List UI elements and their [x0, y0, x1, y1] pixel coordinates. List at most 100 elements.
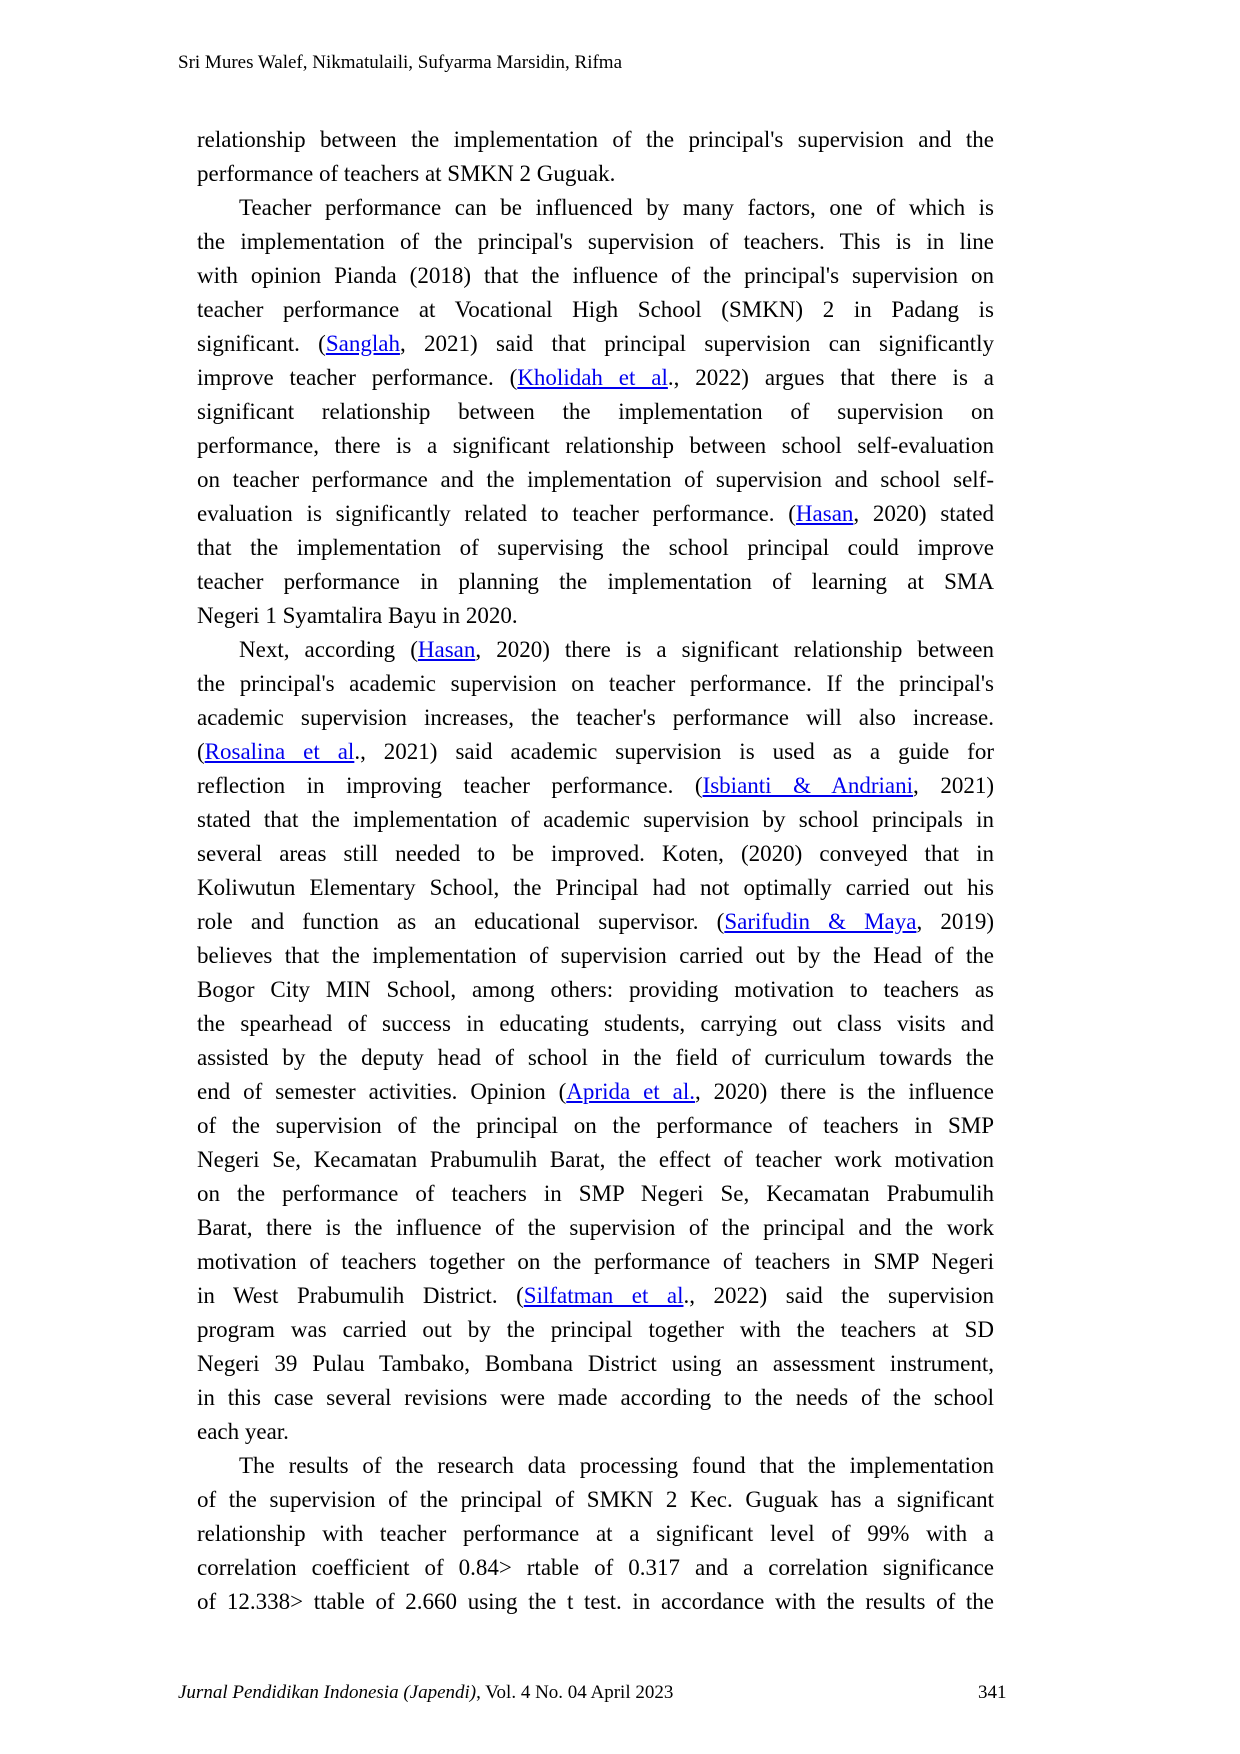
text-segment: program was carried out by the principal…: [197, 1317, 994, 1342]
citation-link[interactable]: Sanglah: [325, 331, 400, 356]
text-line: in West Prabumulih District. (Silfatman …: [197, 1279, 994, 1313]
text-segment: in this case several revisions were made…: [197, 1385, 994, 1410]
text-segment: Bogor City MIN School, among others: pro…: [197, 977, 994, 1002]
text-line: Bogor City MIN School, among others: pro…: [197, 973, 994, 1007]
text-segment: relationship with teacher performance at…: [197, 1521, 994, 1546]
text-segment: each year.: [197, 1419, 289, 1444]
text-segment: , 2020) there is the influence: [694, 1079, 994, 1104]
text-line: Negeri 1 Syamtalira Bayu in 2020.: [197, 599, 994, 633]
text-segment: improve teacher performance. (: [197, 365, 518, 390]
text-line: academic supervision increases, the teac…: [197, 701, 994, 735]
text-segment: evaluation is significantly related to t…: [197, 501, 796, 526]
text-segment: ., 2022) said the supervision: [683, 1283, 994, 1308]
text-segment: , 2021) said that principal supervision …: [399, 331, 994, 356]
text-line: on teacher performance and the implement…: [197, 463, 994, 497]
article-body: relationship between the implementation …: [197, 123, 994, 1619]
text-line: Koliwutun Elementary School, the Princip…: [197, 871, 994, 905]
text-line: the principal's academic supervision on …: [197, 667, 994, 701]
text-segment: the spearhead of success in educating st…: [197, 1011, 994, 1036]
text-segment: motivation of teachers together on the p…: [197, 1249, 994, 1274]
text-segment: Koliwutun Elementary School, the Princip…: [197, 875, 994, 900]
text-line: Negeri Se, Kecamatan Prabumulih Barat, t…: [197, 1143, 994, 1177]
text-segment: relationship between the implementation …: [197, 127, 994, 152]
text-segment: teacher performance in planning the impl…: [197, 569, 994, 594]
text-line: the spearhead of success in educating st…: [197, 1007, 994, 1041]
text-line: motivation of teachers together on the p…: [197, 1245, 994, 1279]
text-segment: on teacher performance and the implement…: [197, 467, 994, 492]
paragraph: Next, according (Hasan, 2020) there is a…: [197, 633, 994, 1449]
text-segment: teacher performance at Vocational High S…: [197, 297, 994, 322]
paragraph: The results of the research data process…: [197, 1449, 994, 1619]
text-segment: Teacher performance can be influenced by…: [239, 195, 994, 220]
text-line: end of semester activities. Opinion (Apr…: [197, 1075, 994, 1109]
text-segment: Negeri 1 Syamtalira Bayu in 2020.: [197, 603, 518, 628]
citation-link[interactable]: Sarifudin & Maya: [724, 909, 917, 934]
text-segment: ., 2021) said academic supervision is us…: [354, 739, 994, 764]
paragraph: Teacher performance can be influenced by…: [197, 191, 994, 633]
citation-link[interactable]: Aprida et al.: [566, 1079, 695, 1104]
journal-name: Jurnal Pendidikan Indonesia (Japendi): [178, 1682, 477, 1703]
text-line: significant. (Sanglah, 2021) said that p…: [197, 327, 994, 361]
text-segment: ., 2022) argues that there is a: [667, 365, 994, 390]
text-line: relationship between the implementation …: [197, 123, 994, 157]
text-segment: on the performance of teachers in SMP Ne…: [197, 1181, 994, 1206]
text-line: assisted by the deputy head of school in…: [197, 1041, 994, 1075]
text-segment: in West Prabumulih District. (: [197, 1283, 524, 1308]
text-line: believes that the implementation of supe…: [197, 939, 994, 973]
text-line: The results of the research data process…: [197, 1449, 994, 1483]
text-line: role and function as an educational supe…: [197, 905, 994, 939]
text-segment: Negeri 39 Pulau Tambako, Bombana Distric…: [197, 1351, 994, 1376]
text-segment: role and function as an educational supe…: [197, 909, 725, 934]
text-line: Next, according (Hasan, 2020) there is a…: [197, 633, 994, 667]
citation-link[interactable]: Silfatman et al: [523, 1283, 684, 1308]
text-segment: reflection in improving teacher performa…: [197, 773, 703, 798]
text-segment: , 2019): [916, 909, 995, 934]
text-segment: , 2020) there is a significant relations…: [475, 637, 994, 662]
text-segment: , 2021): [913, 773, 994, 798]
footer-citation: Jurnal Pendidikan Indonesia (Japendi), V…: [178, 1682, 673, 1704]
text-line: with opinion Pianda (2018) that the infl…: [197, 259, 994, 293]
text-line: Negeri 39 Pulau Tambako, Bombana Distric…: [197, 1347, 994, 1381]
text-segment: Next, according (: [239, 637, 418, 662]
text-line: the implementation of the principal's su…: [197, 225, 994, 259]
text-segment: performance, there is a significant rela…: [197, 433, 994, 458]
text-line: reflection in improving teacher performa…: [197, 769, 994, 803]
text-segment: the principal's academic supervision on …: [197, 671, 994, 696]
text-segment: several areas still needed to be improve…: [197, 841, 994, 866]
text-segment: assisted by the deputy head of school in…: [197, 1045, 994, 1070]
text-line: in this case several revisions were made…: [197, 1381, 994, 1415]
text-line: of the supervision of the principal on t…: [197, 1109, 994, 1143]
text-line: correlation coefficient of 0.84> rtable …: [197, 1551, 994, 1585]
text-line: teacher performance at Vocational High S…: [197, 293, 994, 327]
text-segment: Barat, there is the influence of the sup…: [197, 1215, 994, 1240]
paragraph: relationship between the implementation …: [197, 123, 994, 191]
text-line: improve teacher performance. (Kholidah e…: [197, 361, 994, 395]
text-line: relationship with teacher performance at…: [197, 1517, 994, 1551]
text-segment: of the supervision of the principal on t…: [197, 1113, 994, 1138]
text-segment: with opinion Pianda (2018) that the infl…: [197, 263, 994, 288]
text-segment: academic supervision increases, the teac…: [197, 705, 994, 730]
text-line: several areas still needed to be improve…: [197, 837, 994, 871]
text-segment: performance of teachers at SMKN 2 Guguak…: [197, 161, 616, 186]
journal-issue: , Vol. 4 No. 04 April 2023: [476, 1682, 674, 1703]
citation-link[interactable]: Hasan: [795, 501, 854, 526]
text-segment: the implementation of the principal's su…: [197, 229, 994, 254]
text-line: significant relationship between the imp…: [197, 395, 994, 429]
citation-link[interactable]: Rosalina et al: [204, 739, 355, 764]
citation-link[interactable]: Hasan: [417, 637, 476, 662]
text-line: of 12.338> ttable of 2.660 using the t t…: [197, 1585, 994, 1619]
text-segment: The results of the research data process…: [239, 1453, 994, 1478]
page-number: 341: [978, 1682, 1007, 1703]
citation-link[interactable]: Kholidah et al: [517, 365, 668, 390]
text-segment: of the supervision of the principal of S…: [197, 1487, 994, 1512]
text-line: evaluation is significantly related to t…: [197, 497, 994, 531]
text-segment: believes that the implementation of supe…: [197, 943, 994, 968]
text-segment: that the implementation of supervising t…: [197, 535, 994, 560]
text-line: that the implementation of supervising t…: [197, 531, 994, 565]
text-segment: , 2020) stated: [853, 501, 994, 526]
text-line: teacher performance in planning the impl…: [197, 565, 994, 599]
text-line: (Rosalina et al., 2021) said academic su…: [197, 735, 994, 769]
citation-link[interactable]: Isbianti & Andriani: [702, 773, 914, 798]
text-segment: correlation coefficient of 0.84> rtable …: [197, 1555, 994, 1580]
text-segment: significant relationship between the imp…: [197, 399, 994, 424]
